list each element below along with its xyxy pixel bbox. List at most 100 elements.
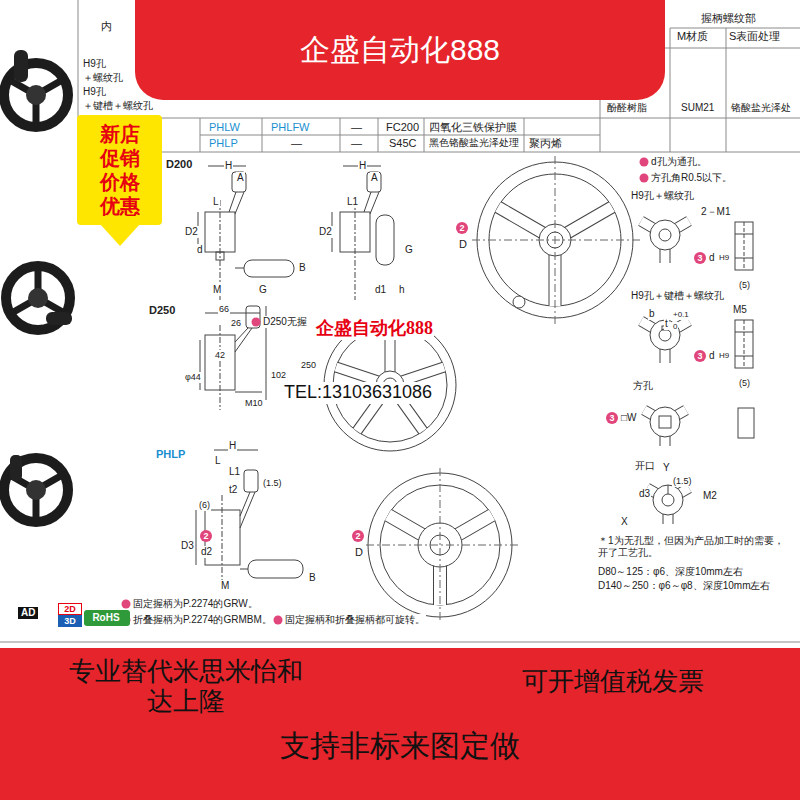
format-badge: 3D bbox=[58, 615, 82, 627]
catalog-label: L bbox=[212, 196, 220, 208]
badge-tip bbox=[100, 224, 140, 246]
catalog-label: D bbox=[458, 238, 468, 251]
catalog-label: b bbox=[648, 308, 656, 320]
catalog-label: SUM21 bbox=[680, 102, 715, 114]
watermark: 企盛自动化888 bbox=[315, 318, 434, 340]
format-badge: 2D bbox=[58, 603, 82, 615]
catalog-label: d2 bbox=[200, 546, 213, 558]
catalog-label: 方孔 bbox=[632, 380, 654, 392]
catalog-label: D80～125：φ6、深度10mm左右 bbox=[597, 566, 744, 578]
catalog-label: S表面处理 bbox=[728, 30, 781, 43]
catalog-label: t bbox=[664, 318, 669, 330]
catalog-label: L1 bbox=[346, 196, 359, 208]
catalog-label: B bbox=[298, 262, 307, 274]
spec-table bbox=[0, 0, 800, 642]
catalog-label: D2 bbox=[318, 226, 333, 238]
side-view bbox=[196, 166, 394, 590]
catalog-label: 0 bbox=[672, 322, 678, 332]
catalog-label: H9孔 bbox=[82, 86, 107, 98]
catalog-label: D2 bbox=[184, 226, 199, 238]
catalog-label: 握柄螺纹部 bbox=[700, 12, 757, 25]
catalog-label: d bbox=[708, 350, 716, 362]
hub-section bbox=[641, 220, 754, 524]
catalog-label: 102 bbox=[270, 370, 287, 381]
catalog-label: d孔为通孔。 bbox=[650, 156, 708, 168]
catalog-label: B bbox=[308, 572, 317, 584]
catalog-label: X bbox=[620, 516, 629, 528]
catalog-label: □W bbox=[620, 412, 637, 424]
catalog-label: D140～250：φ6～φ8、深度10mm左右 bbox=[597, 580, 771, 592]
node-text: 新店 促销 价格 优惠 bbox=[96, 122, 144, 218]
node-text: RoHS bbox=[84, 610, 128, 626]
node-text: 专业替代米思米怡和 达上隆 bbox=[55, 656, 317, 716]
catalog-label: H9孔 bbox=[82, 58, 107, 70]
catalog-label: AD bbox=[18, 607, 38, 619]
catalog-label: (5) bbox=[738, 280, 751, 291]
catalog-label: M2 bbox=[702, 490, 718, 502]
product-photo bbox=[4, 50, 72, 522]
catalog-label: ＋键槽＋螺纹孔 bbox=[82, 100, 154, 112]
catalog-label: (1.5) bbox=[672, 476, 693, 487]
callout-number: 3 bbox=[694, 350, 706, 362]
callout-number: 3 bbox=[606, 412, 618, 424]
catalog-label: A bbox=[370, 172, 379, 184]
catalog-label: M bbox=[212, 284, 222, 296]
catalog-label: — bbox=[350, 121, 363, 134]
node-text: 企盛自动化888 bbox=[135, 0, 665, 100]
callout-number: 3 bbox=[694, 252, 706, 264]
promo-badge: 新店 促销 价格 优惠 bbox=[77, 115, 162, 225]
catalog-label: d1 bbox=[374, 284, 387, 296]
catalog-label: 66 bbox=[218, 304, 230, 315]
catalog-label: A bbox=[236, 172, 245, 184]
catalog-label: H9 bbox=[718, 253, 730, 263]
catalog-label: PHLFW bbox=[270, 121, 311, 134]
node-text: 2D bbox=[59, 604, 81, 614]
catalog-label: H9 bbox=[718, 351, 730, 361]
catalog-label: ＋螺纹孔 bbox=[82, 72, 124, 84]
catalog-label: (1.5) bbox=[262, 478, 283, 489]
catalog-label: S45C bbox=[388, 137, 418, 150]
catalog-label: h bbox=[398, 284, 406, 296]
catalog-label: L bbox=[214, 455, 222, 467]
catalog-label: 四氧化三铁保护膜 bbox=[428, 121, 518, 134]
catalog-label: 内 bbox=[100, 20, 113, 33]
catalog-label: H bbox=[228, 440, 237, 452]
catalog-label: 铬酸盐光泽处 bbox=[730, 102, 792, 114]
catalog-label: D200 bbox=[165, 158, 193, 171]
catalog-label: 方孔角R0.5以下。 bbox=[650, 172, 733, 184]
catalog-label: d bbox=[708, 252, 716, 264]
catalog-label: L1 bbox=[228, 466, 241, 478]
catalog-label: D3 bbox=[180, 540, 195, 552]
catalog-label: 26 bbox=[230, 318, 242, 329]
catalog-label: D250无握 bbox=[262, 316, 308, 328]
catalog-label: +0.1 bbox=[672, 310, 690, 320]
callout-number: 2 bbox=[352, 530, 364, 542]
catalog-label: FC200 bbox=[385, 121, 420, 134]
catalog-label: 聚丙烯 bbox=[528, 137, 563, 150]
catalog-label: 黑色铬酸盐光泽处理 bbox=[428, 137, 520, 149]
catalog-label: φ44 bbox=[184, 372, 202, 383]
catalog-label: (6) bbox=[198, 500, 211, 511]
catalog-label: d bbox=[196, 244, 204, 256]
catalog-label: 固定握柄和折叠握柄都可旋转。 bbox=[284, 614, 426, 626]
catalog-label: (5) bbox=[738, 378, 751, 389]
catalog-label: 2－M1 bbox=[700, 206, 731, 218]
catalog-label: M5 bbox=[732, 304, 748, 316]
catalog-label: PHLW bbox=[208, 121, 241, 134]
catalog-label: H9孔＋键槽＋螺纹孔 bbox=[630, 290, 725, 302]
node-text: 可开增值税发票 bbox=[522, 666, 772, 696]
node-text: 3D bbox=[59, 616, 81, 626]
catalog-label: H9孔＋螺纹孔 bbox=[630, 190, 695, 202]
note-text: ＊1为无孔型，但因为产品加工时的需要，开了工艺孔。 bbox=[597, 535, 794, 559]
callout-number: 2 bbox=[456, 222, 468, 234]
catalog-label: 开口 bbox=[634, 460, 656, 472]
callout-number: 2 bbox=[200, 530, 212, 542]
node-text: 支持非标来图定做 bbox=[0, 728, 800, 764]
catalog-label: H bbox=[224, 160, 233, 172]
promo-banner: 企盛自动化888 bbox=[135, 0, 665, 100]
catalog-label: 折叠握柄为P.2274的GRMBM。 bbox=[132, 614, 273, 626]
catalog-label: D bbox=[354, 546, 364, 559]
catalog-label: 固定握柄为P.2274的GRW。 bbox=[132, 598, 259, 610]
catalog-label: M bbox=[220, 580, 230, 592]
